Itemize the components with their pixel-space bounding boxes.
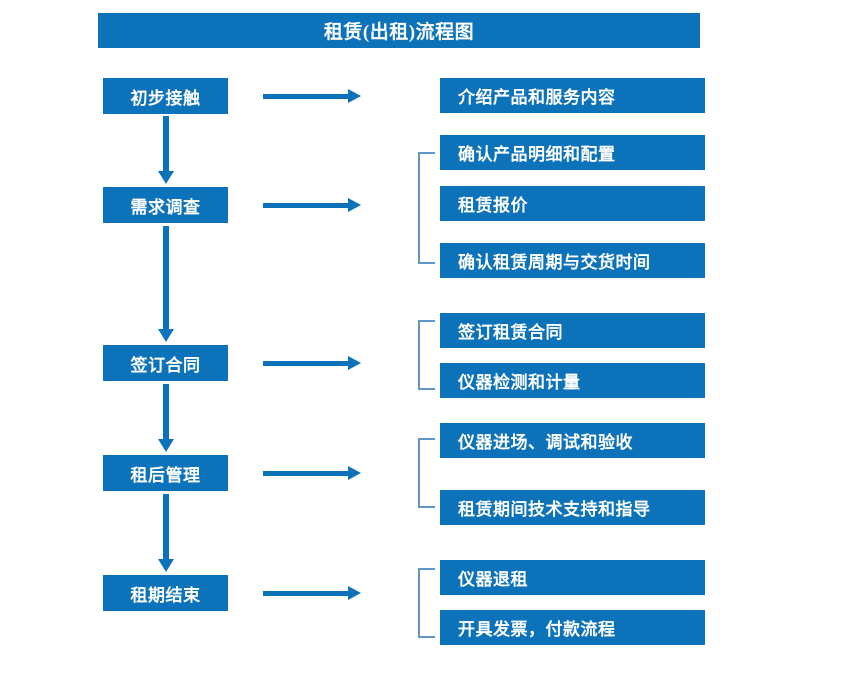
detail-box-10[interactable]: 开具发票，付款流程 [440,610,705,645]
detail-box-2[interactable]: 确认产品明细和配置 [440,135,705,170]
detail-box-8[interactable]: 租赁期间技术支持和指导 [440,490,705,525]
stage-box-5[interactable]: 租期结束 [103,575,228,611]
arrow-shaft [163,384,169,439]
detail-box-4[interactable]: 确认租赁周期与交货时间 [440,243,705,278]
arrow-shaft [263,361,349,366]
arrow-head [348,466,361,480]
arrow-shaft [263,591,349,596]
arrow-shaft [163,226,169,329]
arrow-head [348,356,361,370]
arrow-shaft [163,116,169,171]
detail-box-5[interactable]: 签订租赁合同 [440,313,705,348]
down-arrow-stage1-to-stage2 [158,116,174,184]
right-arrow-stage1 [263,89,361,103]
stage-box-4[interactable]: 租后管理 [103,455,228,491]
arrow-shaft [263,471,349,476]
arrow-shaft [263,203,349,208]
detail-box-6[interactable]: 仪器检测和计量 [440,363,705,398]
group-bracket-5 [418,568,435,638]
arrow-head [158,439,174,452]
arrow-head [348,586,361,600]
stage-box-3[interactable]: 签订合同 [103,345,228,381]
down-arrow-stage2-to-stage3 [158,226,174,342]
chart-title: 租赁(出租)流程图 [98,13,700,48]
group-bracket-4 [418,438,435,508]
arrow-head [348,198,361,212]
arrow-head [158,171,174,184]
stage-box-2[interactable]: 需求调查 [103,187,228,223]
arrow-shaft [163,494,169,559]
down-arrow-stage4-to-stage5 [158,494,174,572]
detail-box-1[interactable]: 介绍产品和服务内容 [440,78,705,113]
arrow-shaft [263,94,349,99]
right-arrow-stage5 [263,586,361,600]
right-arrow-stage3 [263,356,361,370]
detail-box-7[interactable]: 仪器进场、调试和验收 [440,423,705,458]
detail-box-9[interactable]: 仪器退租 [440,560,705,595]
down-arrow-stage3-to-stage4 [158,384,174,452]
arrow-head [158,559,174,572]
right-arrow-stage2 [263,198,361,212]
group-bracket-2 [418,152,435,264]
stage-box-1[interactable]: 初步接触 [103,78,228,114]
arrow-head [158,329,174,342]
detail-box-3[interactable]: 租赁报价 [440,186,705,221]
group-bracket-3 [418,320,435,390]
arrow-head [348,89,361,103]
right-arrow-stage4 [263,466,361,480]
